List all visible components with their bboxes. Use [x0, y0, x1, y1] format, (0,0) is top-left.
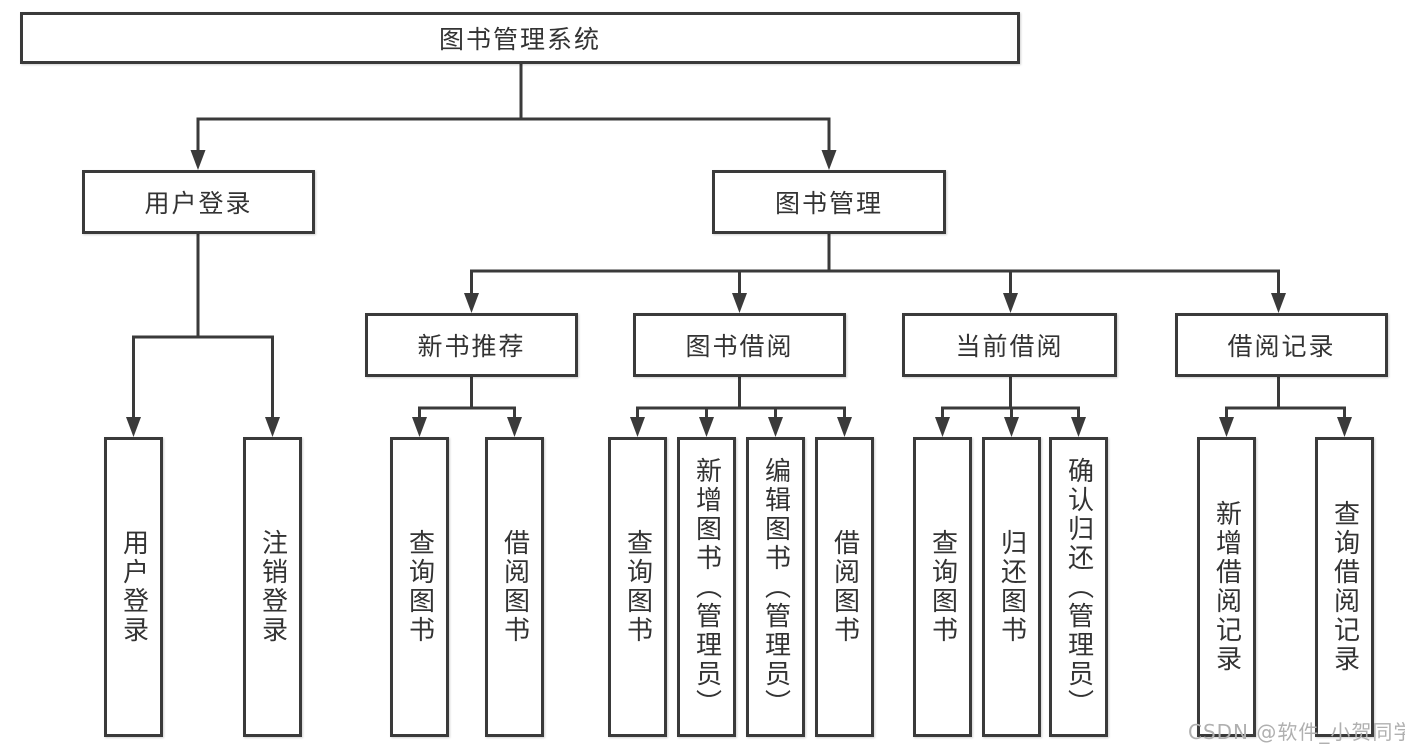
node-current-borrow: 当前借阅: [902, 313, 1117, 377]
leaf-current-query-books: 查询图书: [913, 437, 972, 737]
node-book-borrow: 图书借阅: [633, 313, 846, 377]
connector-new-books-to-leaves: [412, 377, 522, 437]
node-user-login: 用户登录: [82, 170, 315, 234]
connector-book-borrow-to-leaves: [630, 377, 852, 437]
leaf-borrow-edit-books-admin: 编辑图书（管理员）: [746, 437, 805, 737]
leaf-current-confirm-return-admin: 确认归还（管理员）: [1049, 437, 1108, 737]
leaf-borrow-add-books-admin: 新增图书（管理员）: [677, 437, 736, 737]
connector-user-login-to-leaves: [126, 234, 280, 437]
leaf-records-add-record: 新增借阅记录: [1197, 437, 1256, 737]
node-borrow-records: 借阅记录: [1175, 313, 1388, 377]
leaf-borrow-borrow-books: 借阅图书: [815, 437, 874, 737]
node-new-book-recommend: 新书推荐: [365, 313, 578, 377]
connector-current-borrow-to-leaves: [935, 377, 1086, 437]
leaf-current-return-books: 归还图书: [982, 437, 1041, 737]
leaf-records-query-record: 查询借阅记录: [1315, 437, 1374, 737]
csdn-watermark: CSDN @软件_小贺同学: [1188, 720, 1405, 744]
node-book-management: 图书管理: [712, 170, 946, 234]
node-root-system: 图书管理系统: [20, 12, 1020, 64]
leaf-newbooks-query-books: 查询图书: [390, 437, 449, 737]
leaf-borrow-query-books: 查询图书: [608, 437, 667, 737]
connector-borrow-records-to-leaves: [1219, 377, 1352, 437]
connector-root-to-level2: [190, 63, 837, 170]
connector-book-mgmt-to-level3: [464, 234, 1286, 313]
leaf-user-login: 用户登录: [104, 437, 163, 737]
leaf-newbooks-borrow-books: 借阅图书: [485, 437, 544, 737]
leaf-logout: 注销登录: [243, 437, 302, 737]
